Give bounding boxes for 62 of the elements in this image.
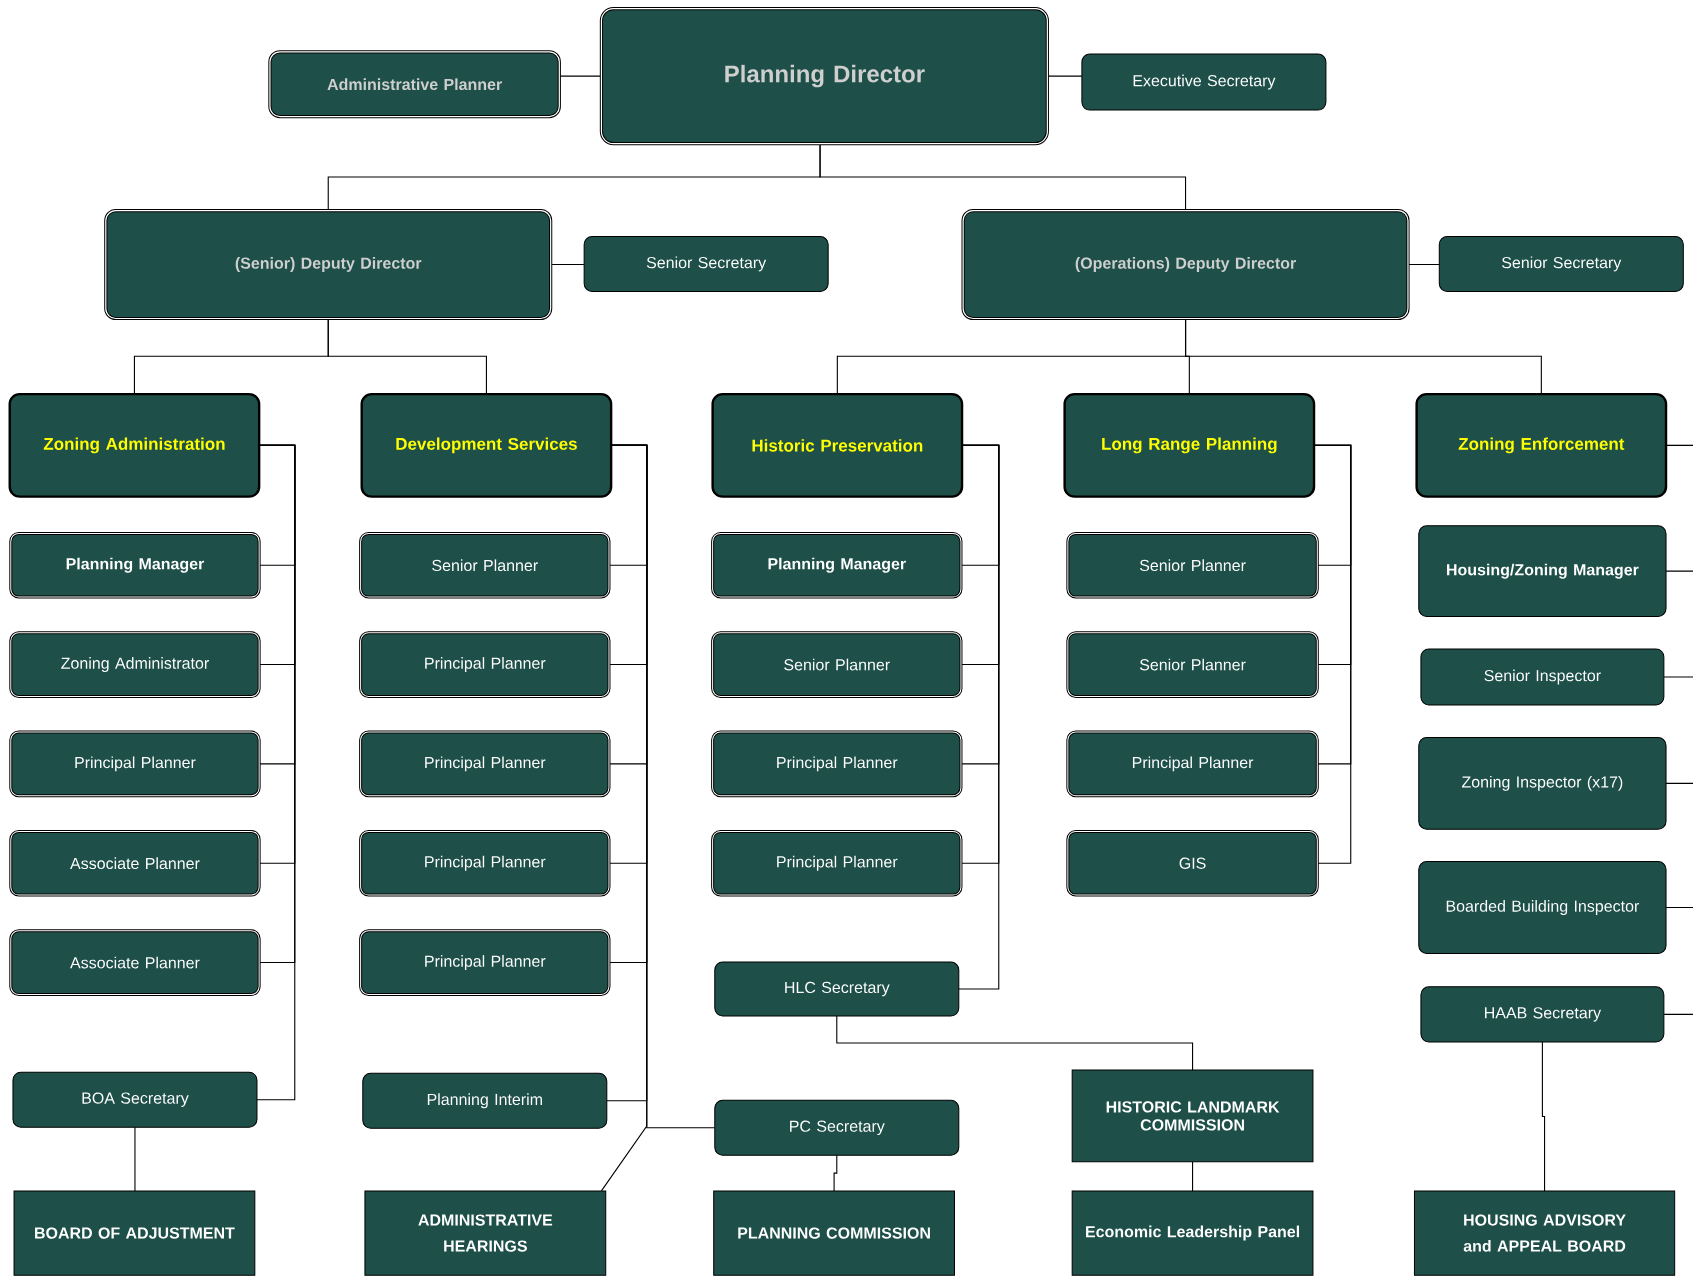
board-box: HOUSING ADVISORY and APPEAL BOARD: [1413, 1190, 1676, 1276]
connector-line: [1185, 317, 1542, 395]
board-box: PLANNING COMMISSION: [713, 1190, 955, 1276]
position-box: Principal Planner: [9, 730, 261, 798]
position-box: Senior Inspector: [1420, 648, 1665, 706]
position-box: Senior Planner: [1066, 531, 1319, 599]
position-box: Housing/Zoning Manager: [1418, 525, 1667, 617]
position-box: Principal Planner: [359, 929, 611, 996]
board-box: BOARD OF ADJUSTMENT: [13, 1190, 256, 1276]
deputy-box: (Operations) Deputy Director: [961, 208, 1410, 320]
position-box: Senior Secretary: [583, 235, 829, 292]
position-box: Principal Planner: [711, 730, 963, 798]
connector-line: [256, 444, 296, 1101]
connector-line: [1313, 444, 1352, 864]
position-box: Principal Planner: [359, 829, 611, 897]
position-box: HAAB Secretary: [1420, 986, 1665, 1043]
deputy-box: (Senior) Deputy Director: [104, 208, 553, 320]
position-box: Executive Secretary: [1081, 53, 1327, 111]
position-box: PC Secretary: [714, 1099, 960, 1156]
connector-line: [1407, 263, 1440, 265]
position-box: Principal Planner: [359, 730, 611, 798]
connector-line: [1192, 1161, 1194, 1192]
connector-line: [836, 1015, 1194, 1071]
connector-line: [558, 75, 602, 77]
position-box: GIS: [1066, 829, 1319, 897]
division-box: Development Services: [360, 392, 613, 498]
connector-line: [833, 1154, 838, 1192]
connector-line: [550, 263, 585, 265]
connector-line: [1046, 75, 1083, 77]
position-box: HLC Secretary: [714, 961, 960, 1017]
title-box: Planning Director: [599, 6, 1049, 146]
division-box: Historic Preservation: [711, 392, 964, 498]
connector-line: [134, 1126, 136, 1192]
position-box: Principal Planner: [359, 631, 611, 698]
board-box: ADMINISTRATIVE HEARINGS: [364, 1190, 607, 1276]
position-box: Zoning Administrator: [9, 631, 261, 698]
board-box: Economic Leadership Panel: [1071, 1190, 1314, 1276]
connector-line: [1663, 444, 1693, 1015]
division-box: Zoning Administration: [8, 392, 261, 498]
position-box: Boarded Building Inspector: [1418, 860, 1667, 954]
position-box: Associate Planner: [9, 929, 261, 996]
position-box: Principal Planner: [711, 829, 963, 897]
connector-line: [958, 444, 1000, 990]
position-box: Senior Planner: [359, 531, 611, 599]
position-box: BOA Secretary: [12, 1071, 258, 1128]
connector-line: [819, 142, 1187, 211]
position-box: Associate Planner: [9, 829, 261, 897]
connector-line: [600, 444, 648, 1192]
board-box: HISTORIC LANDMARK COMMISSION: [1071, 1069, 1314, 1163]
division-box: Zoning Enforcement: [1415, 392, 1668, 498]
connector-line: [1541, 1041, 1546, 1192]
deputy-box: Administrative Planner: [268, 50, 561, 119]
position-box: Planning Manager: [711, 531, 963, 599]
connector-line: [327, 317, 487, 395]
division-box: Long Range Planning: [1063, 392, 1316, 498]
position-box: Senior Planner: [1066, 631, 1319, 698]
position-box: Principal Planner: [1066, 730, 1319, 798]
position-box: Senior Secretary: [1438, 235, 1684, 292]
position-box: Senior Planner: [711, 631, 963, 698]
position-box: Zoning Inspector (x17): [1418, 736, 1667, 830]
position-box: Planning Manager: [9, 531, 261, 599]
position-box: Planning Interim: [362, 1072, 608, 1129]
